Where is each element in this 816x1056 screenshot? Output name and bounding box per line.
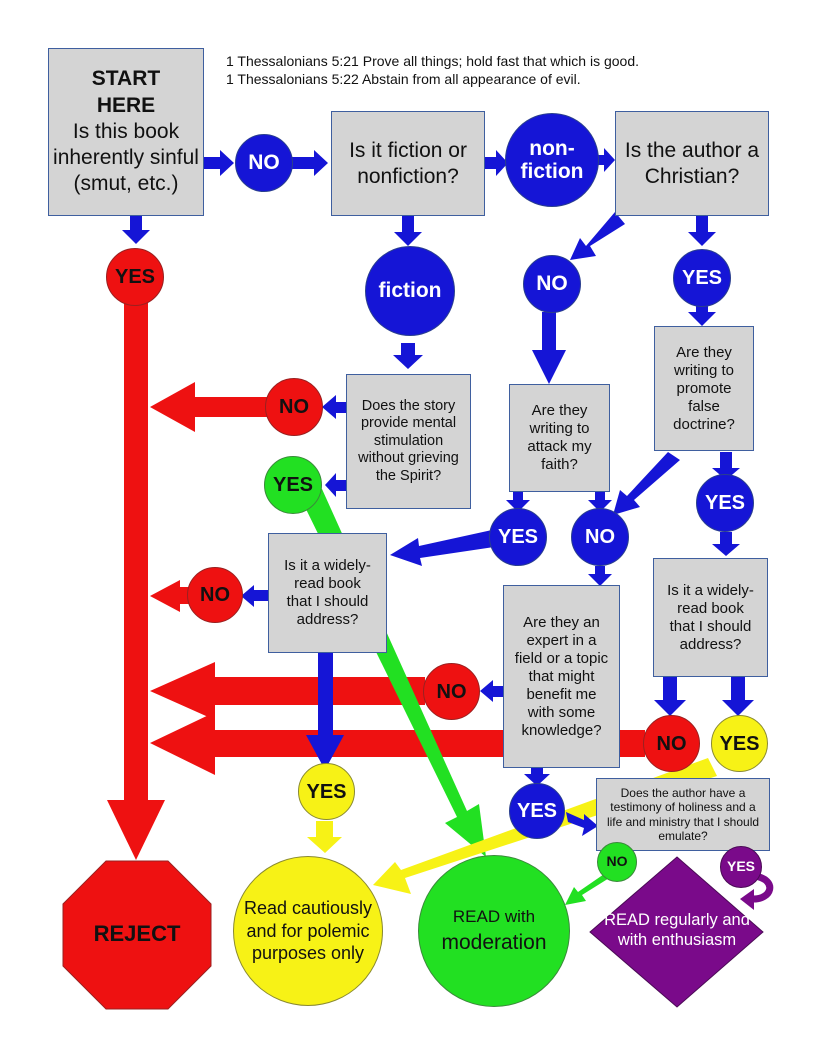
arrow-yes-christian-down <box>688 306 716 326</box>
attack-faith-box: Are they writing to attack my faith? <box>509 384 610 492</box>
arrow-start-yes <box>122 216 150 244</box>
widely-read-left-box: Is it a widely-read book that I should a… <box>268 533 387 653</box>
yes-false-doctrine-node: YES <box>696 474 754 532</box>
yes-expert-node: YES <box>509 783 565 839</box>
arrow-widely-left-no <box>241 585 268 607</box>
arrow-yes-reject <box>107 290 165 860</box>
arrow-expert-no <box>480 680 503 702</box>
start-box: START HERE Is this book inherently sinfu… <box>48 48 204 216</box>
arrow-widely-left-yes <box>306 653 344 770</box>
yes-testimony-node: YES <box>720 846 762 888</box>
moderation-line2: moderation <box>441 930 547 954</box>
yes-stimulation-node: YES <box>264 456 322 514</box>
no-christian-node: NO <box>523 255 581 313</box>
read-enthusiasm-label: READ regularly and with enthusiasm <box>604 911 750 949</box>
arrow-attack-no <box>588 492 612 512</box>
arrow-question-nonfiction <box>485 150 508 176</box>
reject-octagon <box>62 860 212 1010</box>
no-sinful-node: NO <box>235 134 293 192</box>
reject-label: REJECT <box>93 921 181 946</box>
widely-read-right-box: Is it a widely-read book that I should a… <box>653 558 768 677</box>
arrow-yes-testimony-purple-head <box>740 889 754 910</box>
nonfiction-node: non-fiction <box>505 113 599 207</box>
arrow-expert-yes <box>524 768 550 786</box>
yes-christian-node: YES <box>673 249 731 307</box>
arrow-start-no <box>204 150 234 176</box>
arrow-no-stimulation-left <box>150 382 268 432</box>
read-moderation-outcome: READ with moderation <box>418 855 570 1007</box>
no-attack-node: NO <box>571 508 629 566</box>
yes-sinful-node: YES <box>106 248 164 306</box>
arrow-nonfiction-author <box>597 148 615 172</box>
arrow-false-doctrine-yes <box>712 452 740 480</box>
start-title: START HERE <box>91 67 161 117</box>
arrow-author-yes <box>688 216 716 246</box>
testimony-box: Does the author have a testimony of holi… <box>596 778 770 851</box>
fiction-or-nonfiction-box: Is it fiction or nonfiction? <box>331 111 485 216</box>
arrow-false-doctrine-no <box>613 452 680 515</box>
read-cautiously-outcome: Read cautiously and for polemic purposes… <box>233 856 383 1006</box>
no-widely-left-node: NO <box>187 567 243 623</box>
arrow-yes-false-doctrine-widely <box>712 532 740 556</box>
no-expert-node: NO <box>423 663 480 720</box>
arrow-fiction-down <box>393 343 423 369</box>
arrow-no-attack-expert <box>588 566 612 586</box>
arrow-yes-widely-left-yellow <box>307 821 342 853</box>
arrow-no-testimony-green <box>565 870 614 905</box>
expert-box: Are they an expert in a field or a topic… <box>503 585 620 768</box>
arrow-no-christian-attack <box>532 312 566 384</box>
fiction-node: fiction <box>365 246 455 336</box>
no-widely-right-node: NO <box>643 715 700 772</box>
yes-widely-left-node: YES <box>298 763 355 820</box>
arrow-no-widely-right-left <box>150 712 645 775</box>
arrow-stimulation-yes <box>325 473 346 497</box>
arrow-yes-expert-testimony <box>566 812 598 836</box>
arrow-no-expert-left <box>150 662 425 720</box>
arrow-attack-yes <box>506 492 530 512</box>
verse-21: 1 Thessalonians 5:21 Prove all things; h… <box>226 53 639 69</box>
arrow-yes-testimony-purple <box>751 872 774 903</box>
author-christian-box: Is the author a Christian? <box>615 111 769 216</box>
arrow-widely-right-yes <box>722 677 754 716</box>
enthusiasm-diamond <box>589 856 764 1008</box>
arrow-author-no <box>570 212 625 260</box>
false-doctrine-box: Are they writing to promote false doctri… <box>654 326 754 451</box>
moderation-line1: READ with <box>452 907 536 927</box>
arrow-no-fiction-question <box>292 150 328 176</box>
arrow-yes-attack-widely <box>390 530 494 566</box>
arrow-fiction-question-fiction <box>394 216 422 246</box>
no-testimony-node: NO <box>597 842 637 882</box>
arrow-widely-right-no <box>654 677 686 716</box>
arrow-stimulation-no <box>322 395 346 419</box>
yes-attack-node: YES <box>489 508 547 566</box>
yes-widely-right-node: YES <box>711 715 768 772</box>
arrow-no-widely-left <box>150 580 192 612</box>
no-stimulation-node: NO <box>265 378 323 436</box>
mental-stimulation-box: Does the story provide mental stimulatio… <box>346 374 471 509</box>
verse-22: 1 Thessalonians 5:22 Abstain from all ap… <box>226 71 581 87</box>
start-question: Is this book inherently sinful (smut, et… <box>53 119 199 196</box>
